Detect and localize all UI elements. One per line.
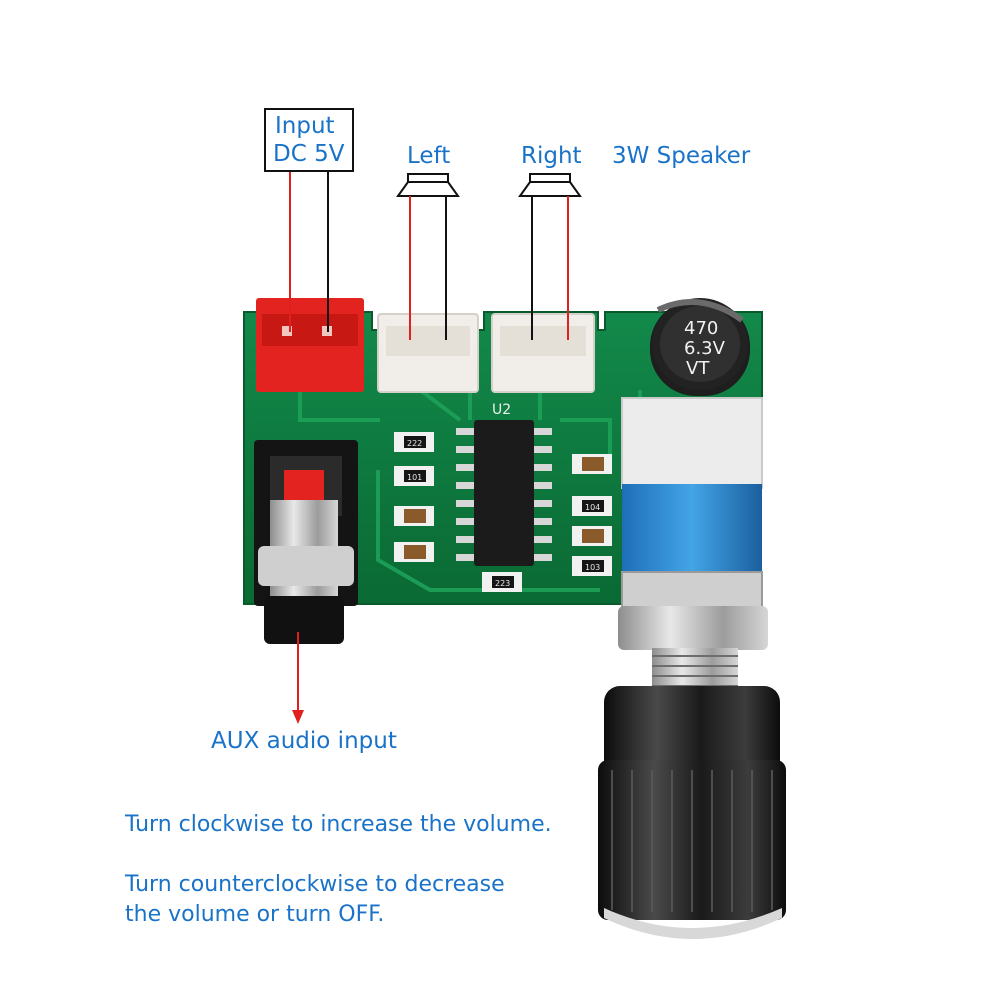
smd-code-3: 223: [495, 579, 510, 588]
power-label-box: [264, 108, 354, 172]
smd-code-2: 101: [407, 473, 422, 482]
capacitor-rating-2: 6.3V: [684, 338, 726, 359]
counterclockwise-note-line1: Turn counterclockwise to decrease: [125, 872, 505, 897]
left-speaker-label: Left: [407, 143, 451, 169]
smd-code-5: 103: [585, 563, 600, 572]
aux-arrow: [292, 632, 304, 724]
left-speaker-icon: [396, 173, 460, 340]
amplifier-ic: [456, 420, 552, 566]
right-speaker-label: Right: [521, 143, 582, 169]
volume-knob: [598, 686, 786, 939]
power-wires: [289, 172, 329, 332]
smd-code-4: 104: [585, 503, 600, 512]
left-speaker-connector: [377, 313, 479, 393]
aux-audio-jack: [254, 440, 358, 644]
dc-power-connector: [256, 298, 364, 392]
right-speaker-connector: [491, 313, 595, 393]
power-label-line2: DC 5V: [273, 141, 345, 167]
counterclockwise-note-line2: the volume or turn OFF.: [125, 902, 385, 927]
smd-components: [394, 432, 612, 592]
electrolytic-capacitor: [650, 298, 750, 396]
clockwise-note: Turn clockwise to increase the volume.: [125, 812, 552, 837]
capacitor-rating-1: 470: [684, 318, 718, 339]
right-speaker-icon: [518, 173, 582, 340]
power-label-line1: Input: [275, 113, 335, 139]
potentiometer-body: [618, 397, 768, 698]
smd-code-1: 222: [407, 439, 422, 448]
speaker-spec-label: 3W Speaker: [612, 143, 751, 169]
capacitor-rating-3: VT: [686, 358, 710, 379]
aux-input-label: AUX audio input: [211, 728, 397, 754]
chip-label: U2: [492, 402, 511, 418]
